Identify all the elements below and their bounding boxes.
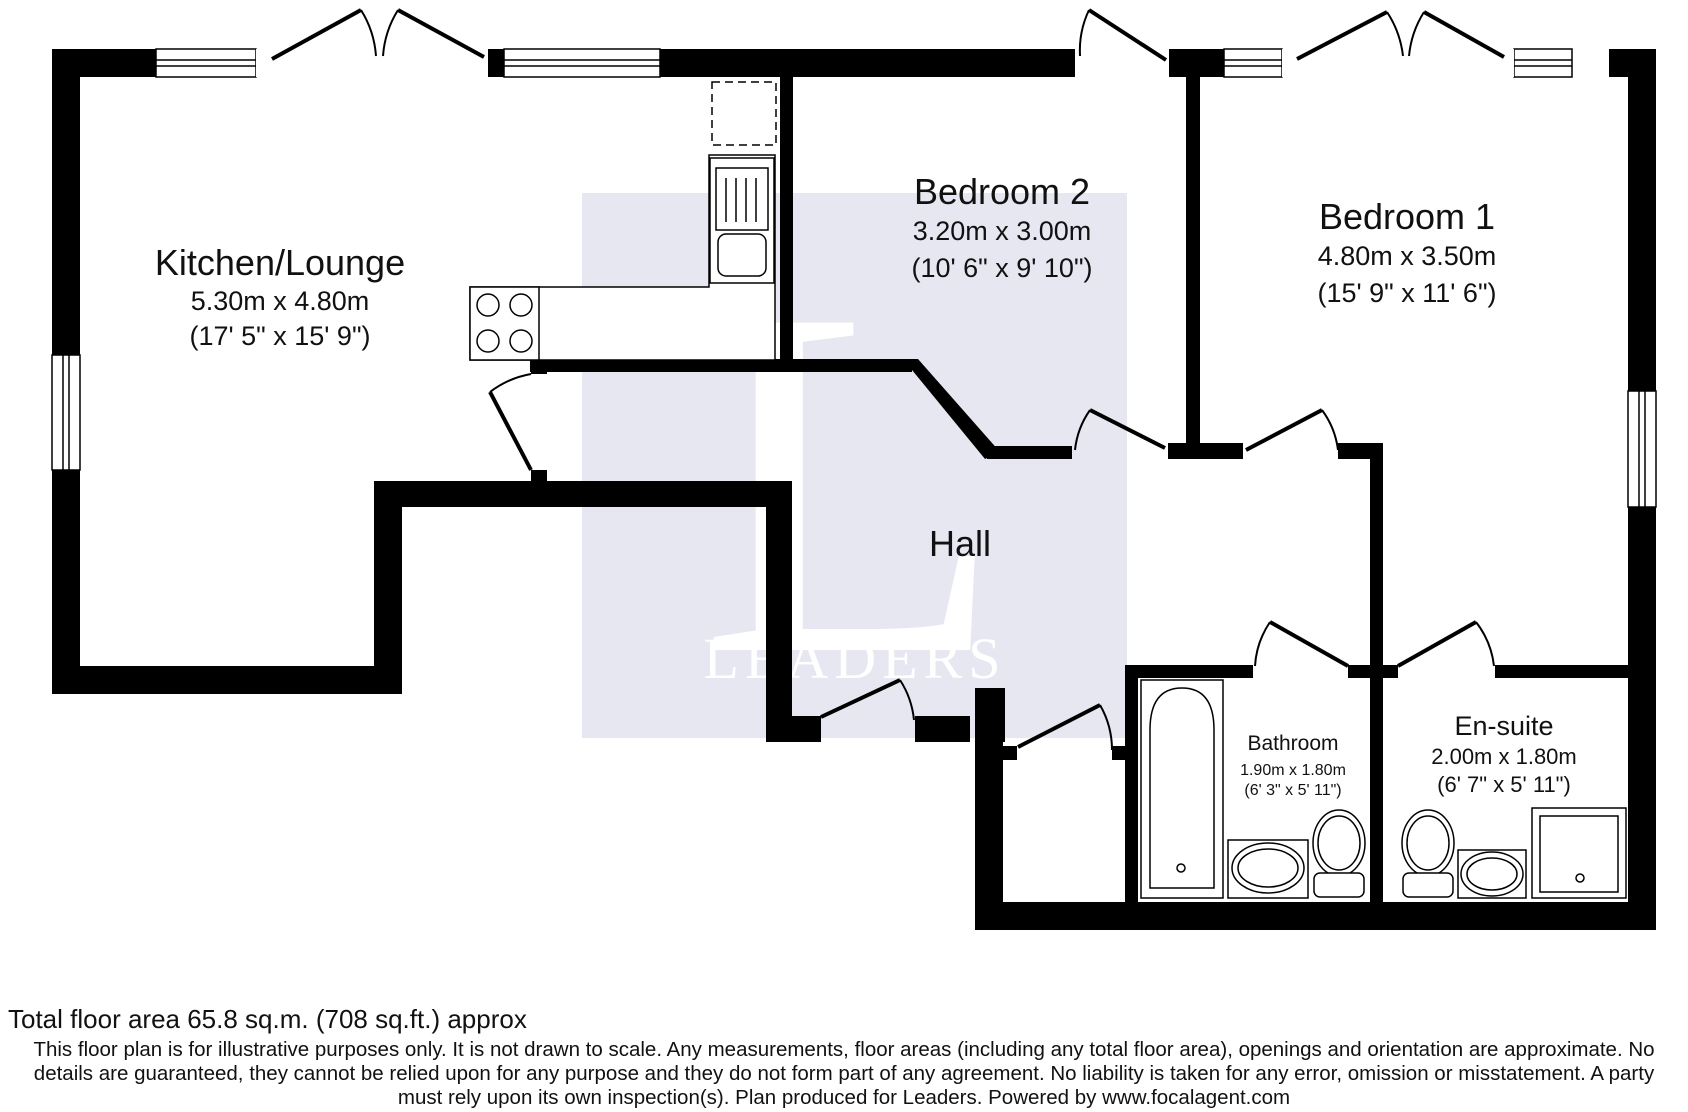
door-bedroom2-balcony (1075, 8, 1169, 77)
door-bedroom1-french (1282, 10, 1514, 77)
door-bedroom2 (1074, 408, 1166, 451)
bedroom1-metric: 4.80m x 3.50m (1318, 241, 1497, 271)
ensuite-imperial: (6' 7" x 5' 11") (1437, 772, 1571, 797)
window-bedroom1-top-left (1223, 48, 1283, 78)
window-kitchen-left (51, 354, 81, 471)
doors (256, 8, 1514, 751)
disclaimer-line-2: details are guaranteed, they cannot be r… (33, 1062, 1655, 1085)
window-kitchen-top-right (503, 48, 661, 78)
door-ensuite (1397, 620, 1495, 668)
window-bedroom1-right (1627, 390, 1657, 508)
total-floor-area: Total floor area 65.8 sq.m. (708 sq.ft.)… (8, 1004, 527, 1034)
bathroom-name: Bathroom (1247, 732, 1338, 755)
door-cupboard (1017, 703, 1114, 751)
ensuite-toilet-icon (1401, 809, 1455, 898)
disclaimer-line-1: This floor plan is for illustrative purp… (33, 1038, 1655, 1061)
hall-name: Hall (929, 523, 991, 564)
door-bedroom1 (1245, 408, 1339, 452)
sink-icon (709, 157, 775, 284)
disclaimer-line-3: must rely upon its own inspection(s). Pl… (397, 1086, 1291, 1109)
bedroom2-imperial: (10' 6" x 9' 10") (911, 253, 1092, 283)
watermark-panel (582, 193, 1127, 738)
window-kitchen-top-left (155, 48, 257, 78)
bathroom-imperial: (6' 3" x 5' 11") (1244, 782, 1341, 799)
walls (52, 49, 1656, 930)
kitchen-lounge-metric: 5.30m x 4.80m (191, 286, 370, 316)
floor-plan: L LEADERS (51, 8, 1657, 930)
bedroom1-name: Bedroom 1 (1319, 196, 1495, 237)
bathroom-metric: 1.90m x 1.80m (1240, 762, 1346, 779)
hob-icon (469, 286, 540, 361)
door-kitchen-french (256, 8, 488, 77)
door-kitchen-hall (488, 373, 533, 471)
basin-icon (1227, 839, 1309, 899)
toilet-icon (1312, 809, 1366, 898)
bedroom2-metric: 3.20m x 3.00m (913, 216, 1092, 246)
kitchen-lounge-name: Kitchen/Lounge (155, 242, 405, 283)
ensuite-name: En-suite (1454, 711, 1553, 741)
bath-icon (1140, 679, 1224, 899)
appliance-dashed-box (711, 81, 777, 146)
windows (51, 48, 1657, 508)
disclaimer: This floor plan is for illustrative purp… (0, 1038, 1688, 1110)
ensuite-basin-icon (1457, 849, 1527, 899)
door-bathroom (1254, 620, 1349, 668)
kitchen-lounge-imperial: (17' 5" x 15' 9") (189, 321, 370, 351)
bedroom2-name: Bedroom 2 (914, 171, 1090, 212)
bedroom1-imperial: (15' 9" x 11' 6") (1317, 278, 1496, 308)
window-bedroom1-top-right (1513, 48, 1573, 78)
bathroom-fixtures (1140, 679, 1366, 899)
ensuite-fixtures (1401, 807, 1627, 899)
door-entrance (820, 678, 915, 721)
ensuite-metric: 2.00m x 1.80m (1431, 744, 1577, 769)
shower-tray-icon (1531, 807, 1627, 899)
room-labels: Kitchen/Lounge 5.30m x 4.80m (17' 5" x 1… (155, 171, 1577, 799)
kitchen-fixtures (469, 81, 777, 361)
watermark-text: LEADERS (704, 626, 1007, 691)
